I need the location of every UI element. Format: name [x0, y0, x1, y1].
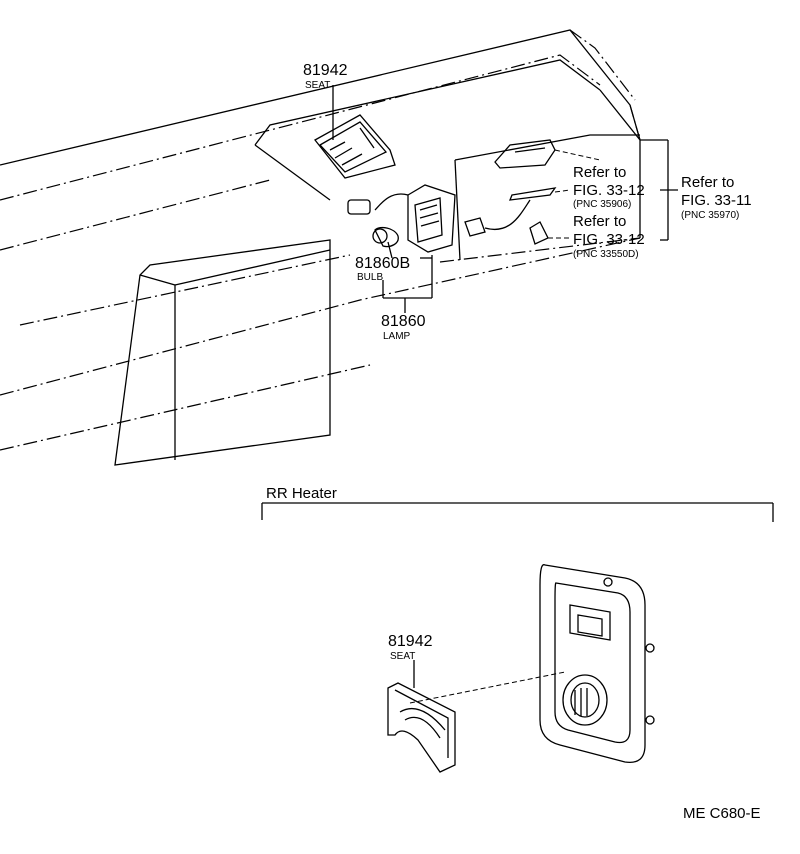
ref1-pnc: (PNC 35906)	[573, 199, 631, 210]
lamp-assembly	[347, 184, 456, 259]
section-title: RR Heater	[266, 485, 337, 502]
seat-heater-number: 81942	[388, 633, 433, 650]
ref2-fig: FIG. 33-12	[573, 231, 645, 248]
figure-code: ME C680-E	[683, 805, 761, 822]
ref1-fig: FIG. 33-12	[573, 182, 645, 199]
ref2-pnc: (PNC 33550D)	[573, 249, 639, 260]
ref1-refer: Refer to	[573, 164, 626, 181]
ref3-fig: FIG. 33-11	[681, 192, 752, 209]
seat-top-name: SEAT	[305, 80, 330, 91]
refer-bracket	[640, 139, 678, 241]
bulb-name: BULB	[357, 272, 383, 283]
heater-control-panel	[539, 564, 655, 764]
callout-bracket-lamp	[382, 255, 433, 313]
seat-plate-heater	[387, 660, 566, 773]
seat-heater-name: SEAT	[390, 651, 415, 662]
bulb-number: 81860B	[355, 255, 410, 272]
side-panel	[114, 239, 331, 466]
console-body-outline	[0, 29, 641, 451]
ref3-pnc: (PNC 35970)	[681, 210, 739, 221]
seat-plate-top	[314, 85, 396, 179]
switch-parts	[464, 139, 601, 245]
section-bracket	[261, 502, 774, 522]
lamp-name: LAMP	[383, 331, 411, 342]
ref2-refer: Refer to	[573, 213, 626, 230]
lamp-number: 81860	[381, 313, 426, 330]
ref3-refer: Refer to	[681, 174, 734, 191]
seat-top-number: 81942	[303, 62, 348, 79]
